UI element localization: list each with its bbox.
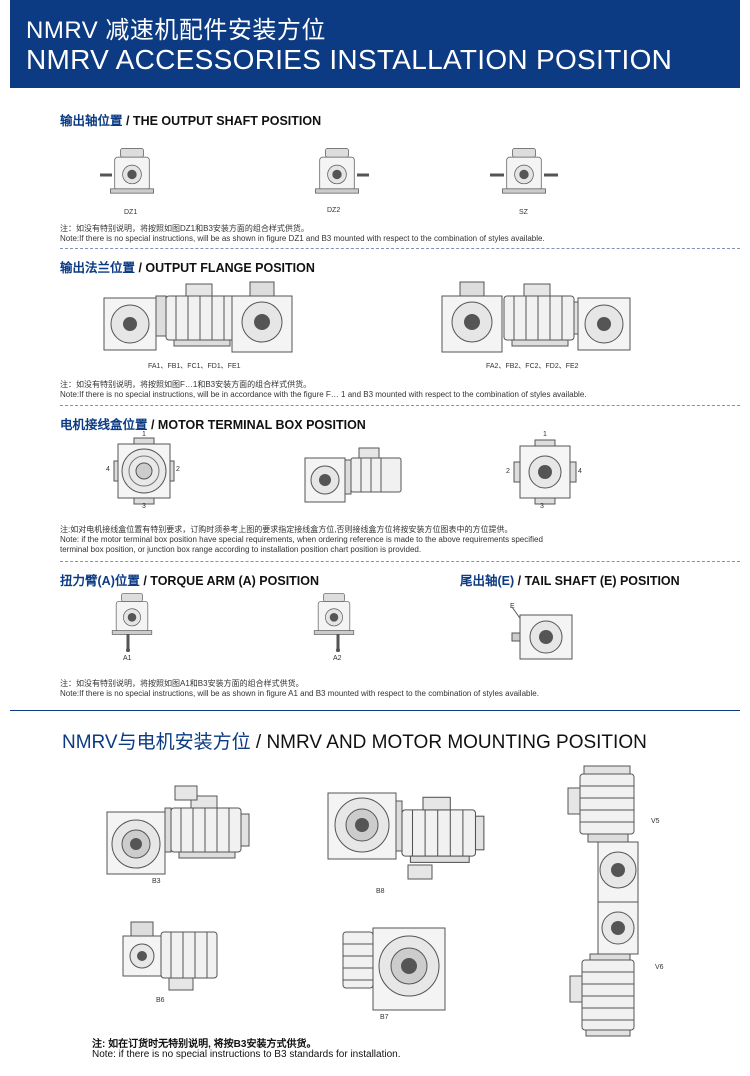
diagram-tail-shaft xyxy=(510,605,576,661)
note-output-flange-en: Note:If there is no special instructions… xyxy=(60,390,587,399)
label-e: E xyxy=(510,603,515,610)
label-b3: B3 xyxy=(152,878,161,885)
diagram-mount-b8 xyxy=(328,789,485,881)
section-title-cn: 电机接线盒位置 xyxy=(60,418,148,432)
label-flange-1: FA1、FB1、FC1、FD1、FE1 xyxy=(148,363,241,370)
label-flange-2: FA2、FB2、FC2、FD2、FE2 xyxy=(486,363,579,370)
section-title-cn: NMRV与电机安装方位 xyxy=(62,732,251,753)
label-dz1: DZ1 xyxy=(124,209,138,216)
diagram-mount-b7 xyxy=(343,928,447,1012)
diagram-torque-a2 xyxy=(313,593,355,652)
section-title-tail-shaft: 尾出轴(E) / TAIL SHAFT (E) POSITION xyxy=(460,570,680,589)
diagram-terminal-right xyxy=(514,440,576,504)
label-b8: B8 xyxy=(376,888,385,895)
section-title-en: / TORQUE ARM (A) POSITION xyxy=(139,574,320,588)
divider xyxy=(60,248,740,249)
diagram-mount-b6 xyxy=(123,922,219,992)
terminal-right-3: 3 xyxy=(540,503,544,510)
section-title-en: / OUTPUT FLANGE POSITION xyxy=(135,261,315,275)
section-title-cn: 输出法兰位置 xyxy=(60,261,136,275)
label-a2: A2 xyxy=(333,655,342,662)
terminal-right-1: 1 xyxy=(543,431,547,438)
terminal-left-3: 3 xyxy=(142,503,146,510)
label-v5: V5 xyxy=(651,818,660,825)
label-sz: SZ xyxy=(519,209,528,216)
diagram-dz2 xyxy=(315,148,369,194)
section-title-terminal-box: 电机接线盒位置 / MOTOR TERMINAL BOX POSITION xyxy=(60,414,366,433)
section-title-en: / MOTOR TERMINAL BOX POSITION xyxy=(147,418,366,432)
diagram-terminal-middle xyxy=(305,446,405,504)
section-title-torque-arm: 扭力臂(A)位置 / TORQUE ARM (A) POSITION xyxy=(60,570,319,589)
label-b6: B6 xyxy=(156,997,165,1004)
diagram-flange-fa1 xyxy=(104,282,294,356)
section-title-output-shaft: 输出轴位置 / THE OUTPUT SHAFT POSITION xyxy=(60,110,321,129)
diagram-dz1 xyxy=(100,148,154,194)
section-title-cn: 扭力臂(A)位置 xyxy=(60,574,140,588)
note-terminal-en-2: terminal box position, or junction box r… xyxy=(60,545,422,554)
section-title-output-flange: 输出法兰位置 / OUTPUT FLANGE POSITION xyxy=(60,257,315,276)
diagram-mount-b3 xyxy=(107,786,250,876)
header-title-cn: NMRV 减速机配件安装方位 xyxy=(26,17,326,44)
note-terminal-cn: 注:如对电机接线盒位置有特别要求，订购时须参考上图的要求指定接线盒方位,否则接线… xyxy=(60,525,513,534)
section-separator xyxy=(10,710,740,711)
diagram-terminal-left xyxy=(114,438,174,504)
label-a1: A1 xyxy=(123,655,132,662)
header-title-en: NMRV ACCESSORIES INSTALLATION POSITION xyxy=(26,44,673,75)
diagram-flange-fa2 xyxy=(440,282,630,356)
diagram-torque-a1 xyxy=(111,593,153,652)
diagram-mount-v5 xyxy=(568,766,638,904)
terminal-left-4: 4 xyxy=(106,466,110,473)
section-title-motor-mounting: NMRV与电机安装方位 / NMRV AND MOTOR MOUNTING PO… xyxy=(62,727,647,754)
terminal-left-2: 2 xyxy=(176,466,180,473)
terminal-right-4: 4 xyxy=(578,468,582,475)
note-terminal-en-1: Note: if the motor terminal box position… xyxy=(60,535,543,544)
diagram-sz xyxy=(490,148,558,194)
label-b7: B7 xyxy=(380,1014,389,1021)
divider xyxy=(60,561,740,562)
terminal-left-1: 1 xyxy=(142,431,146,438)
diagram-mount-v6 xyxy=(570,902,638,1038)
section-title-cn: 输出轴位置 xyxy=(60,114,123,128)
label-dz2: DZ2 xyxy=(327,207,341,214)
note-output-flange-cn: 注：如没有特别说明，将按照如图F…1和B3安装方面的组合样式供货。 xyxy=(60,380,312,389)
footer-note-cn: 注: 如在订货时无特别说明, 将按B3安装方式供货。 xyxy=(92,1039,317,1050)
section-title-cn: 尾出轴(E) xyxy=(460,574,515,588)
terminal-right-2: 2 xyxy=(506,468,510,475)
note-output-shaft-en: Note:If there is no special instructions… xyxy=(60,234,545,243)
label-v6: V6 xyxy=(655,964,664,971)
note-output-shaft-cn: 注：如没有特别说明，将按照如图DZ1和B3安装方面的组合样式供货。 xyxy=(60,224,309,233)
divider xyxy=(60,405,740,406)
section-title-en: / THE OUTPUT SHAFT POSITION xyxy=(122,114,322,128)
footer-note-en: Note: if there is no special instruction… xyxy=(92,1049,401,1060)
note-torque-cn: 注：如没有特别说明，将按照如图A1和B3安装方面的组合样式供货。 xyxy=(60,679,304,688)
section-title-en: / TAIL SHAFT (E) POSITION xyxy=(514,574,680,588)
section-title-en: / NMRV AND MOTOR MOUNTING POSITION xyxy=(250,732,647,753)
note-torque-en: Note:If there is no special instructions… xyxy=(60,689,539,698)
page-header: NMRV 减速机配件安装方位 NMRV ACCESSORIES INSTALLA… xyxy=(10,0,740,88)
